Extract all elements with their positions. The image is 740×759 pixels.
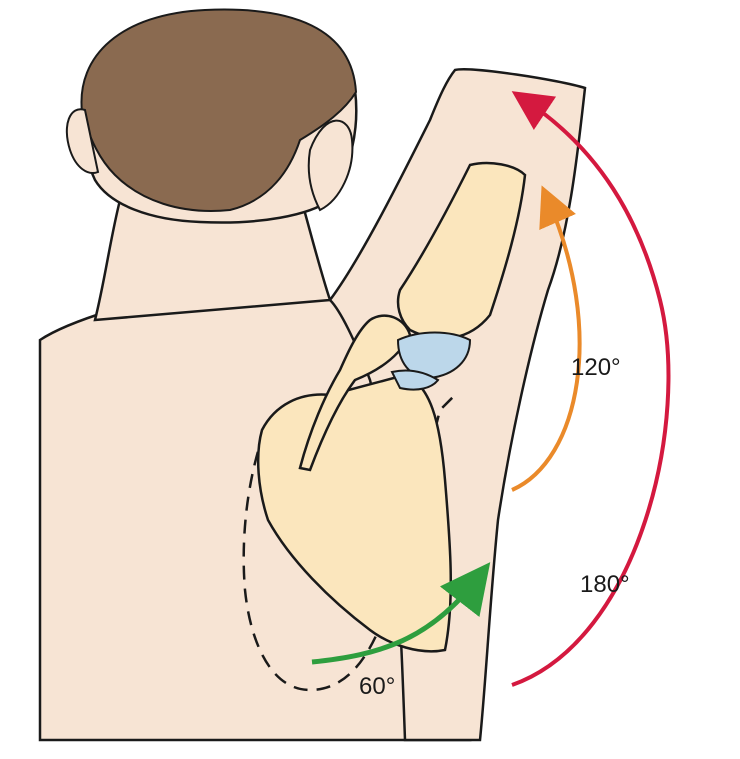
arrow-180-icon (511, 91, 671, 687)
angle-120-label: 120° (571, 354, 621, 381)
hair (80, 8, 358, 212)
raised-arm (328, 68, 587, 742)
angle-60-label: 60° (359, 673, 395, 700)
ear (307, 119, 354, 212)
neck (93, 193, 332, 322)
arrow-60-icon (311, 562, 491, 665)
ear (65, 108, 100, 174)
glenoid-cartilage (390, 369, 440, 391)
arrow-120-icon (511, 185, 582, 492)
angle-180-label: 180° (580, 571, 630, 598)
joint-cartilage (396, 331, 472, 380)
